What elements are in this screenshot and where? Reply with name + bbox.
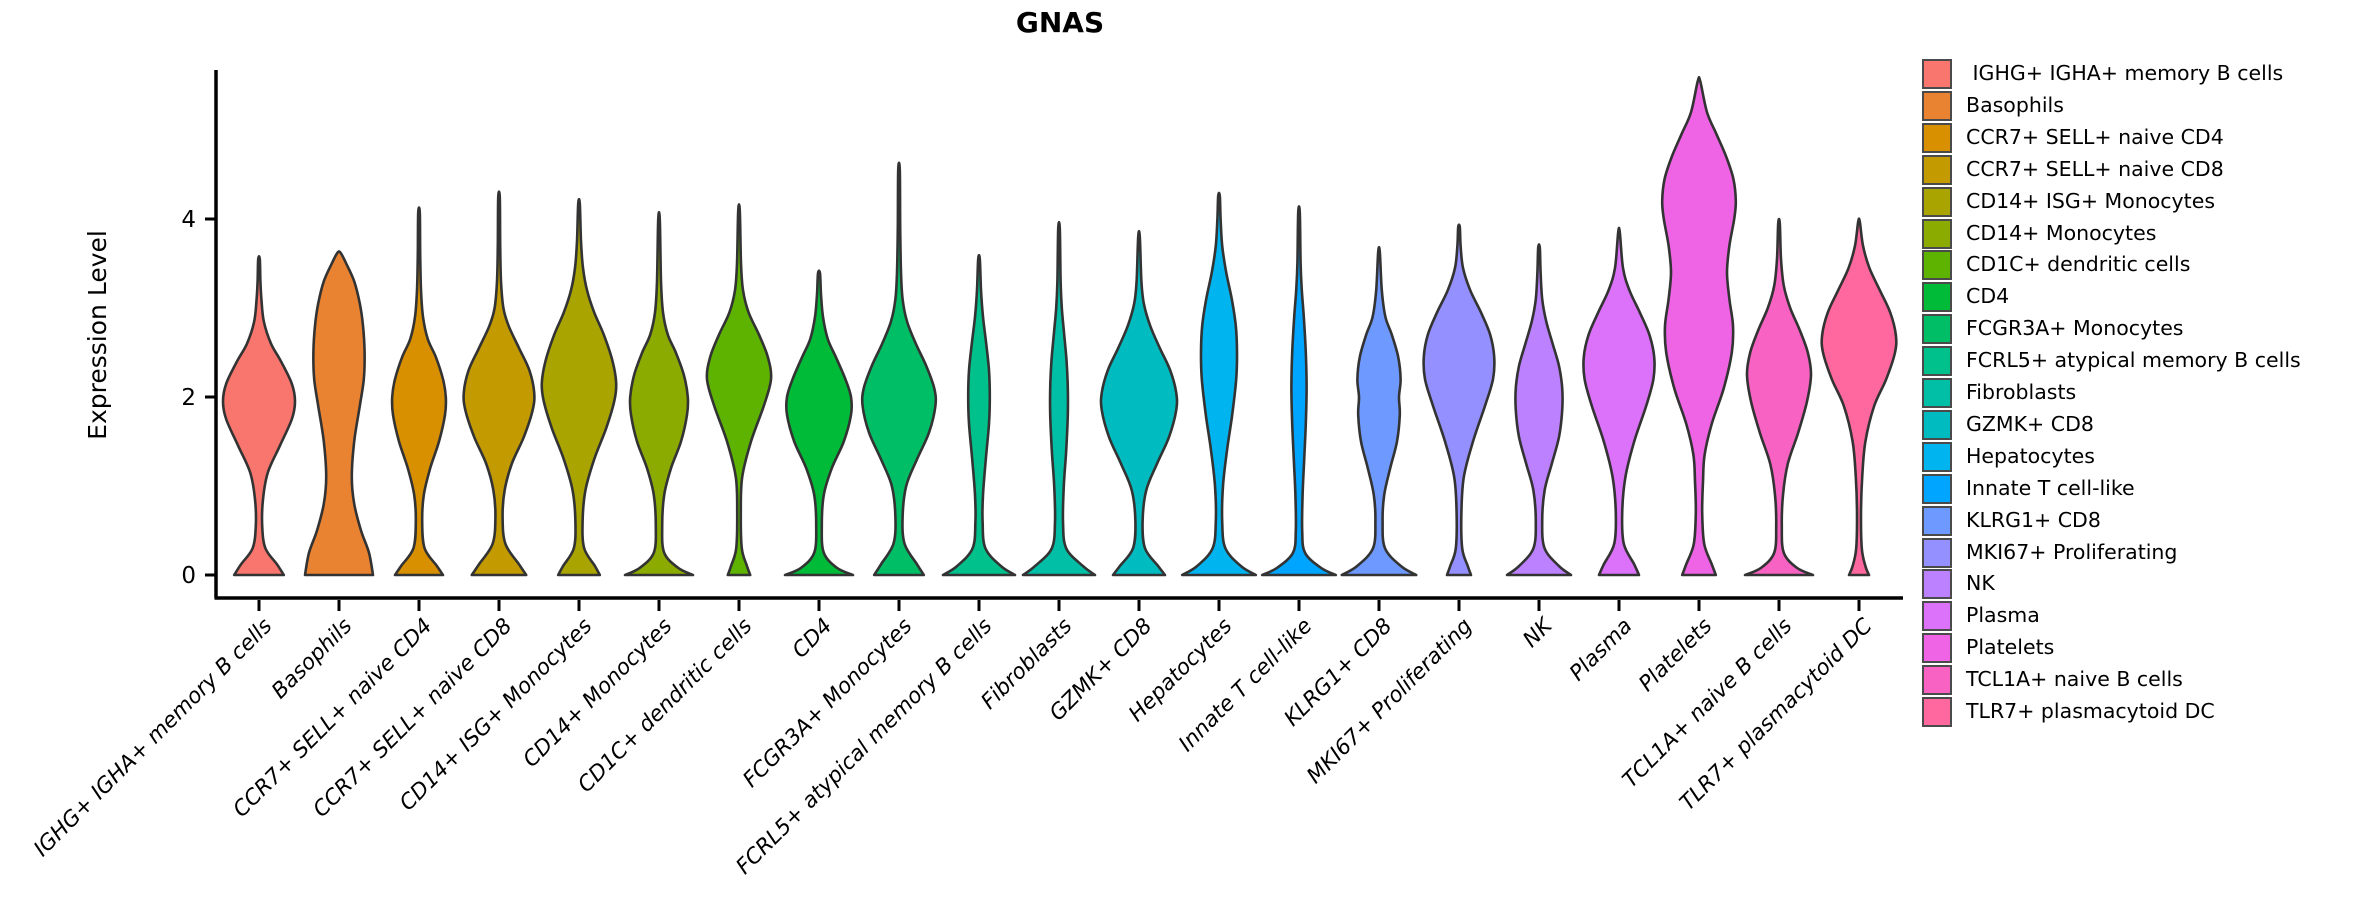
- x-tick-label: NK: [1518, 612, 1558, 652]
- legend-label: CD14+ ISG+ Monocytes: [1966, 188, 2216, 213]
- legend-label: Fibroblasts: [1966, 380, 2077, 404]
- legend-label: CD4: [1966, 284, 2010, 309]
- violin-cd4: [783, 269, 855, 577]
- legend-swatch: [1922, 154, 1952, 185]
- y-axis-label: Expression Level: [83, 230, 112, 440]
- legend-swatch: [1922, 505, 1952, 536]
- legend-swatch: [1922, 90, 1952, 121]
- legend-swatch: [1922, 59, 1952, 89]
- x-tick-label: CD14+ Monocytes: [518, 614, 677, 773]
- legend-swatch: [1922, 186, 1952, 217]
- legend-label: NK: [1966, 571, 1995, 596]
- x-tick-label: Innate T cell-like: [1174, 614, 1317, 757]
- legend-swatch: [1922, 409, 1952, 440]
- violin-cd14-isg-monocytes: [540, 197, 618, 577]
- legend-label: Basophils: [1966, 92, 2064, 117]
- legend-label: FCRL5+ atypical memory B cells: [1966, 348, 2301, 373]
- legend-swatch: [1922, 633, 1952, 664]
- violin-gzmk-cd8: [1099, 229, 1179, 577]
- x-tick-label: MKI67+ Proliferating: [1302, 614, 1477, 789]
- violin-basophils: [303, 250, 375, 577]
- y-tick-label: 0: [181, 563, 196, 589]
- legend-label: CCR7+ SELL+ naive CD8: [1966, 156, 2224, 181]
- legend-swatch: [1922, 378, 1952, 408]
- legend-swatch: [1922, 218, 1952, 249]
- violin-fibroblasts: [1021, 220, 1097, 577]
- legend-label: MKI67+ Proliferating: [1966, 539, 2178, 564]
- legend-label: TLR7+ plasmacytoid DC: [1966, 699, 2215, 723]
- violin-cd1c-dendritic-cells: [705, 203, 773, 577]
- violin-mki67-proliferating: [1422, 223, 1496, 577]
- legend-label: FCGR3A+ Monocytes: [1966, 316, 2184, 341]
- legend-swatch: [1922, 601, 1952, 632]
- x-tick-label: CD4: [788, 614, 838, 664]
- x-tick-label: Platelets: [1634, 614, 1717, 697]
- violin-ccr7-sell-naive-cd4: [390, 206, 448, 577]
- y-tick-label: 4: [181, 207, 196, 233]
- legend-label: Plasma: [1966, 603, 2040, 628]
- violin-ighg-igha-memory-b-cells: [221, 254, 297, 577]
- legend-label: CD14+ Monocytes: [1966, 220, 2157, 245]
- violin-fcrl5-atypical-memory-b-cells: [941, 253, 1017, 577]
- legend-swatch: [1922, 473, 1952, 504]
- legend-swatch: [1922, 122, 1952, 153]
- legend-swatch: [1922, 537, 1952, 568]
- x-tick-label: Plasma: [1565, 614, 1637, 686]
- violin-tcl1a-naive-b-cells: [1743, 217, 1815, 577]
- violin-klrg1-cd8: [1340, 245, 1418, 577]
- legend-label: GZMK+ CD8: [1966, 411, 2094, 436]
- legend-label: IGHG+ IGHA+ memory B cells: [1966, 61, 2284, 85]
- legend-swatch: [1922, 697, 1952, 727]
- legend-label: CCR7+ SELL+ naive CD4: [1966, 124, 2224, 149]
- violin-plasma: [1582, 226, 1656, 577]
- violin-cd14-monocytes: [623, 210, 695, 577]
- violin-tlr7-plasmacytoid-dc: [1820, 217, 1898, 577]
- y-tick-label: 2: [181, 385, 196, 411]
- violin-innate-t-cell-like: [1260, 205, 1338, 577]
- violin-fcgr3a-monocytes: [860, 161, 938, 577]
- legend-label: CD1C+ dendritic cells: [1966, 252, 2191, 277]
- violin-nk: [1505, 243, 1573, 577]
- legend-swatch: [1922, 314, 1952, 345]
- legend-swatch: [1922, 665, 1952, 696]
- legend-label: Hepatocytes: [1966, 443, 2095, 468]
- plot-title: GNAS: [1015, 6, 1105, 39]
- legend-swatch: [1922, 282, 1952, 313]
- legend-swatch: [1922, 569, 1952, 600]
- violin-ccr7-sell-naive-cd8: [462, 190, 536, 577]
- legend-swatch: [1922, 250, 1952, 281]
- legend-swatch: [1922, 346, 1952, 377]
- violin-hepatocytes: [1180, 191, 1258, 577]
- violin-platelets: [1660, 75, 1738, 577]
- legend-label: Platelets: [1966, 635, 2055, 660]
- legend-swatch: [1922, 441, 1952, 472]
- legend-label: TCL1A+ naive B cells: [1966, 667, 2183, 692]
- x-tick-label: IGHG+ IGHA+ memory B cells: [29, 614, 277, 862]
- legend-label: Innate T cell-like: [1966, 475, 2135, 500]
- legend-label: KLRG1+ CD8: [1966, 507, 2101, 532]
